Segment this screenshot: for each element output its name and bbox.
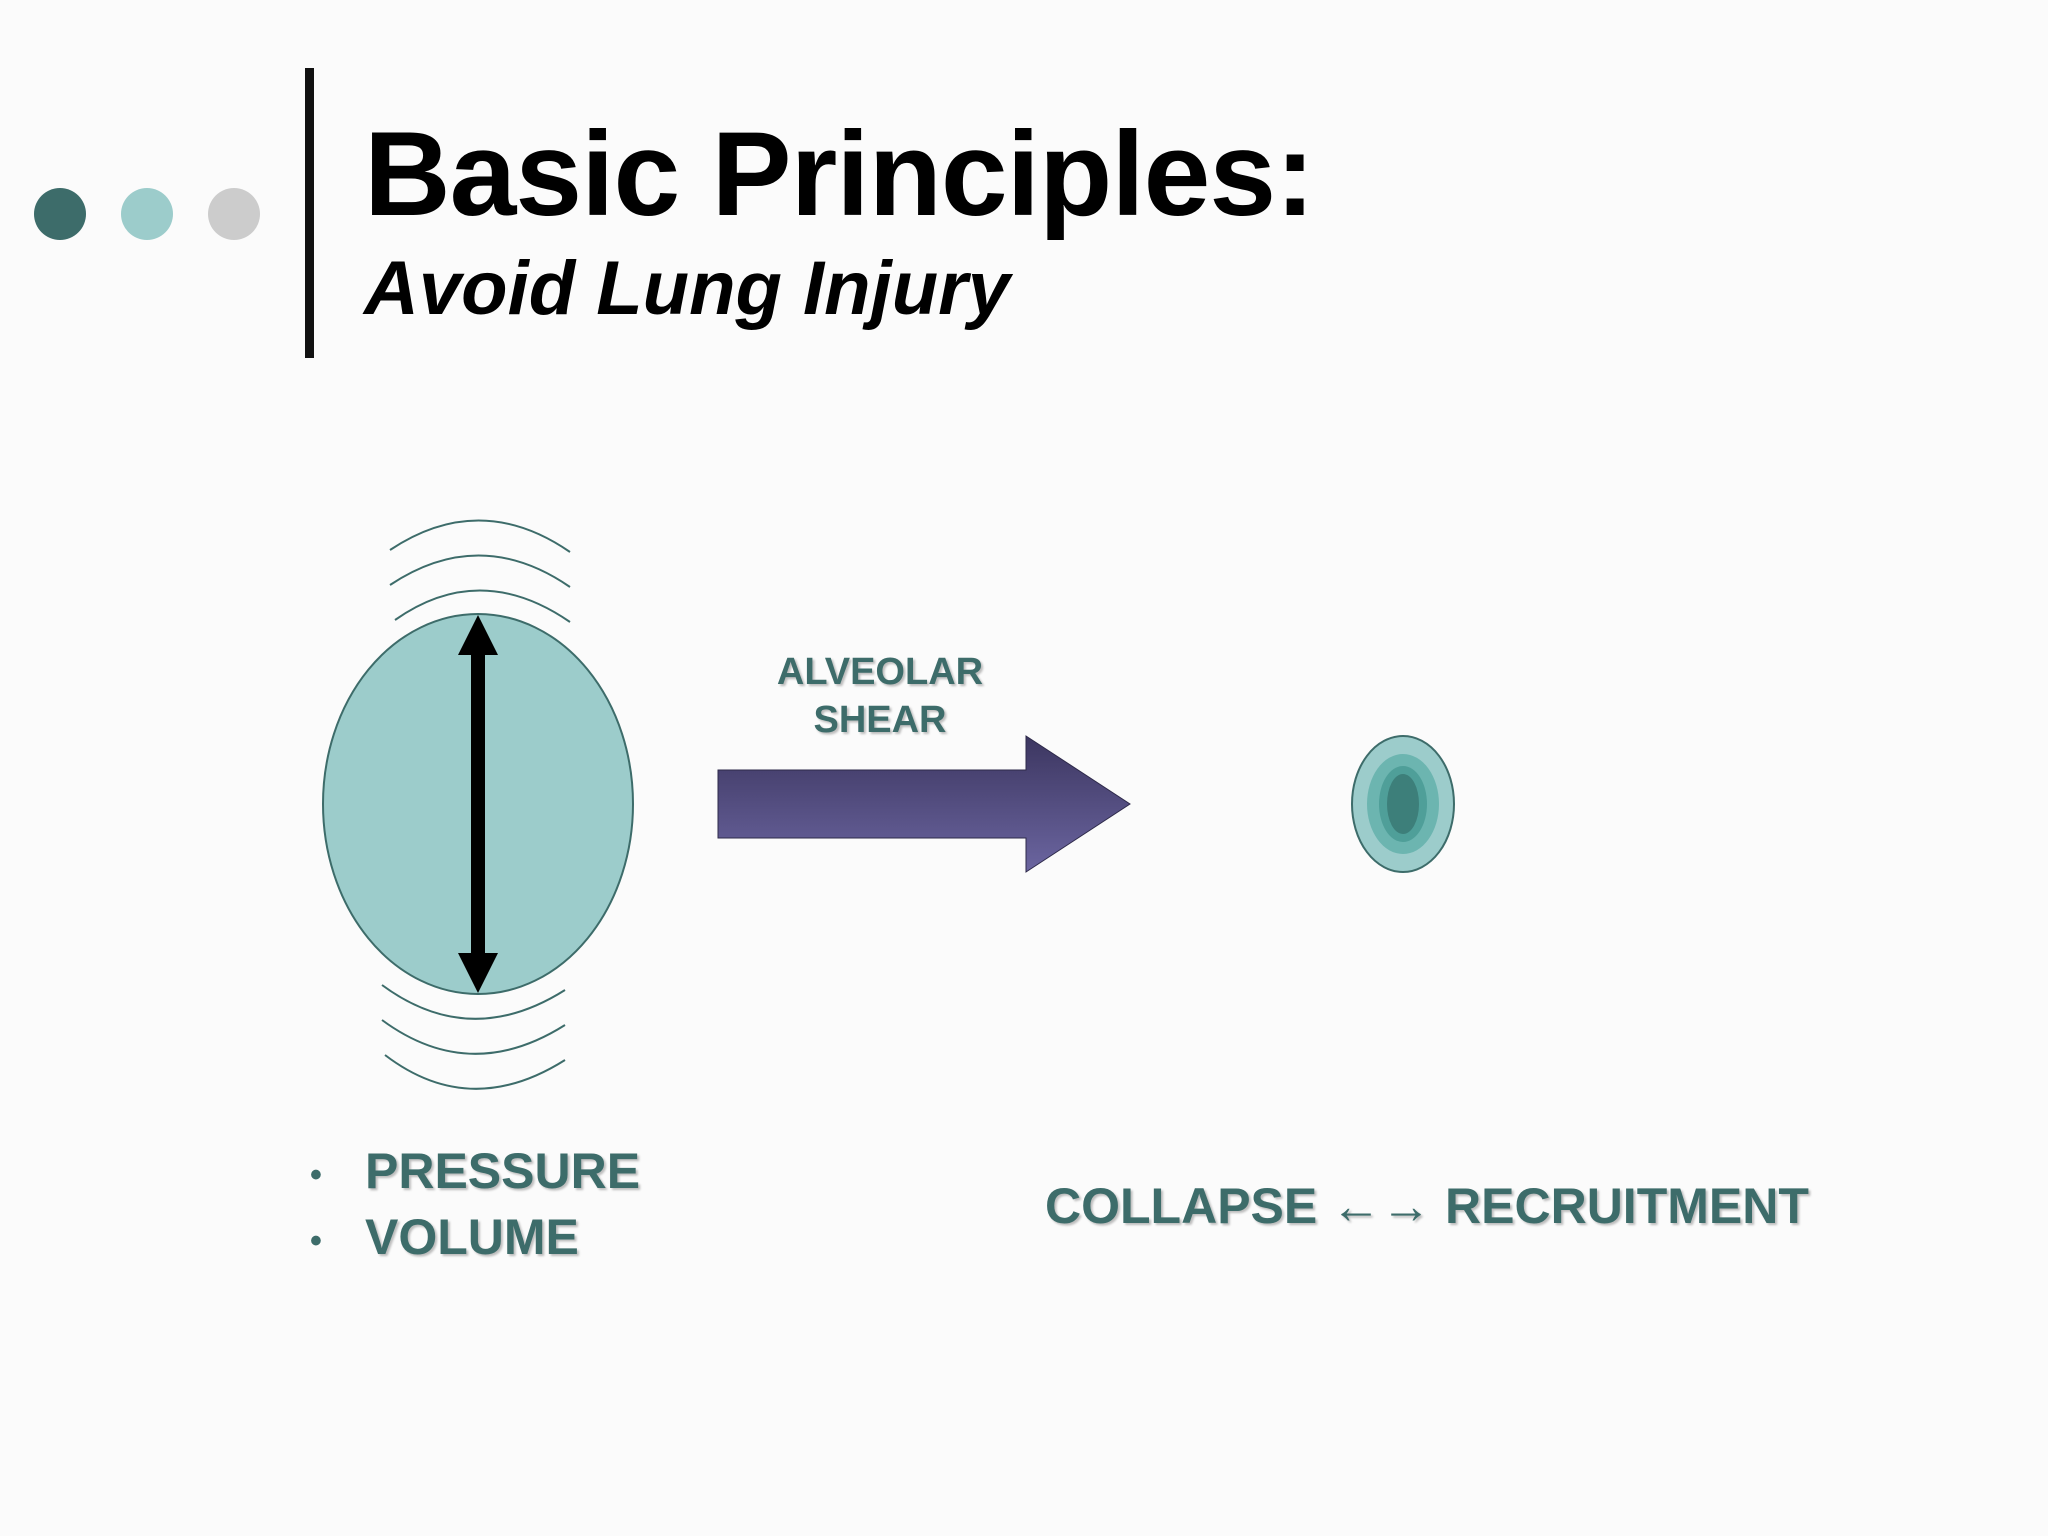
right-block-arrow (717, 735, 1131, 873)
bullet-icon: • (310, 1221, 322, 1260)
slide-title: Basic Principles: (364, 107, 1315, 241)
shear-label-line2: SHEAR (813, 699, 947, 741)
list-item: • PRESSURE (310, 1140, 640, 1206)
expansion-arcs-bottom (381, 984, 566, 1090)
bullet-text: PRESSURE (365, 1143, 641, 1199)
decorative-dot-gray (208, 188, 260, 240)
bullet-text: VOLUME (365, 1208, 579, 1265)
title-divider (305, 68, 314, 358)
double-arrow-icon (458, 615, 498, 993)
slide-subtitle: Avoid Lung Injury (364, 246, 1010, 331)
list-item: • VOLUME (310, 1206, 640, 1272)
expansion-arcs-top (389, 519, 571, 623)
injury-factors-list: • PRESSURE • VOLUME (310, 1140, 640, 1272)
decorative-dot-light (121, 188, 173, 240)
collapse-recruitment-label: COLLAPSE ←→ RECRUITMENT (1045, 1178, 1809, 1234)
alveolar-shear-label: ALVEOLAR SHEAR (740, 648, 1020, 744)
shear-label-line1: ALVEOLAR (776, 651, 984, 693)
bullet-icon: • (310, 1155, 322, 1194)
collapsed-alveolus (1351, 735, 1455, 873)
decorative-dot-dark (34, 188, 86, 240)
